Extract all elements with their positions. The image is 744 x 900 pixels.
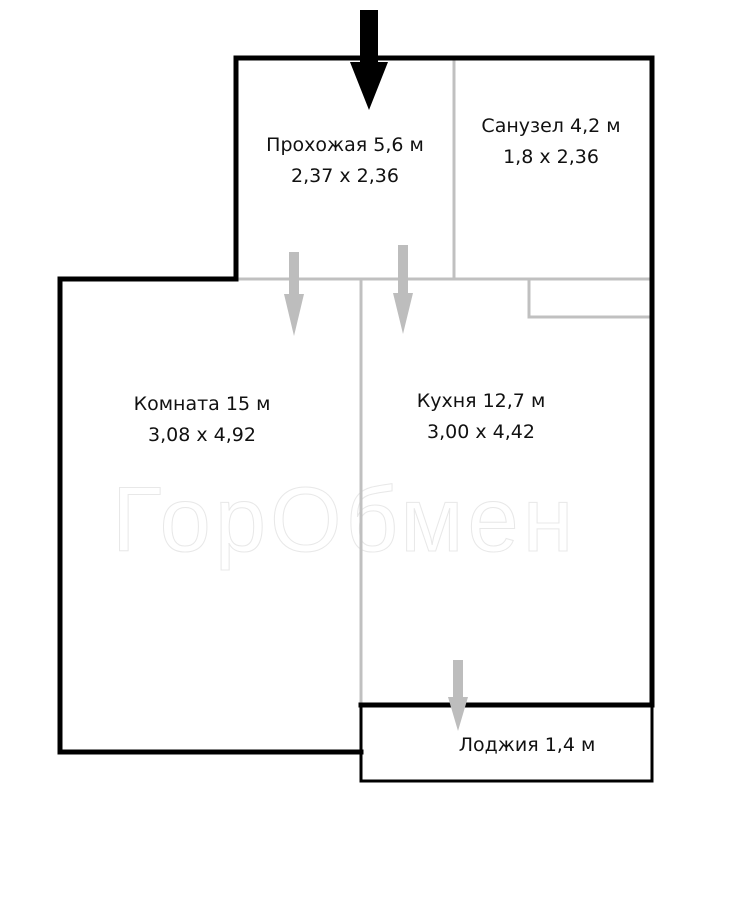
door-arrows xyxy=(284,245,468,731)
room-name: Санузел 4,2 м xyxy=(481,115,621,137)
room-name: Лоджия 1,4 м xyxy=(458,734,596,756)
partition-niche xyxy=(527,279,652,319)
room-dims: 1,8 x 2,36 xyxy=(503,146,599,168)
door-arrow-room-icon xyxy=(284,252,304,336)
wall-left xyxy=(57,276,364,755)
door-arrow-loggia-icon xyxy=(448,660,468,731)
loggia-outline xyxy=(359,704,654,783)
room-dims: 3,00 x 4,42 xyxy=(427,421,535,443)
partitions xyxy=(236,58,652,705)
room-living: Комната 15 м 3,08 x 4,92 xyxy=(134,389,271,451)
door-arrow-kitchen-icon xyxy=(393,245,413,334)
room-dims: 2,37 x 2,36 xyxy=(291,165,399,187)
watermark: ГорОбмен xyxy=(111,469,578,571)
room-name: Кухня 12,7 м xyxy=(416,390,546,412)
room-hallway: Прохожая 5,6 м 2,37 x 2,36 xyxy=(266,130,424,192)
entrance-arrow-icon xyxy=(350,10,388,110)
room-name: Прохожая 5,6 м xyxy=(266,134,424,156)
room-kitchen: Кухня 12,7 м 3,00 x 4,42 xyxy=(417,386,546,448)
room-loggia: Лоджия 1,4 м xyxy=(459,730,596,761)
wall-top xyxy=(233,55,655,708)
room-name: Комната 15 м xyxy=(133,393,271,415)
room-dims: 3,08 x 4,92 xyxy=(148,424,256,446)
room-bathroom: Санузел 4,2 м 1,8 x 2,36 xyxy=(481,111,620,173)
